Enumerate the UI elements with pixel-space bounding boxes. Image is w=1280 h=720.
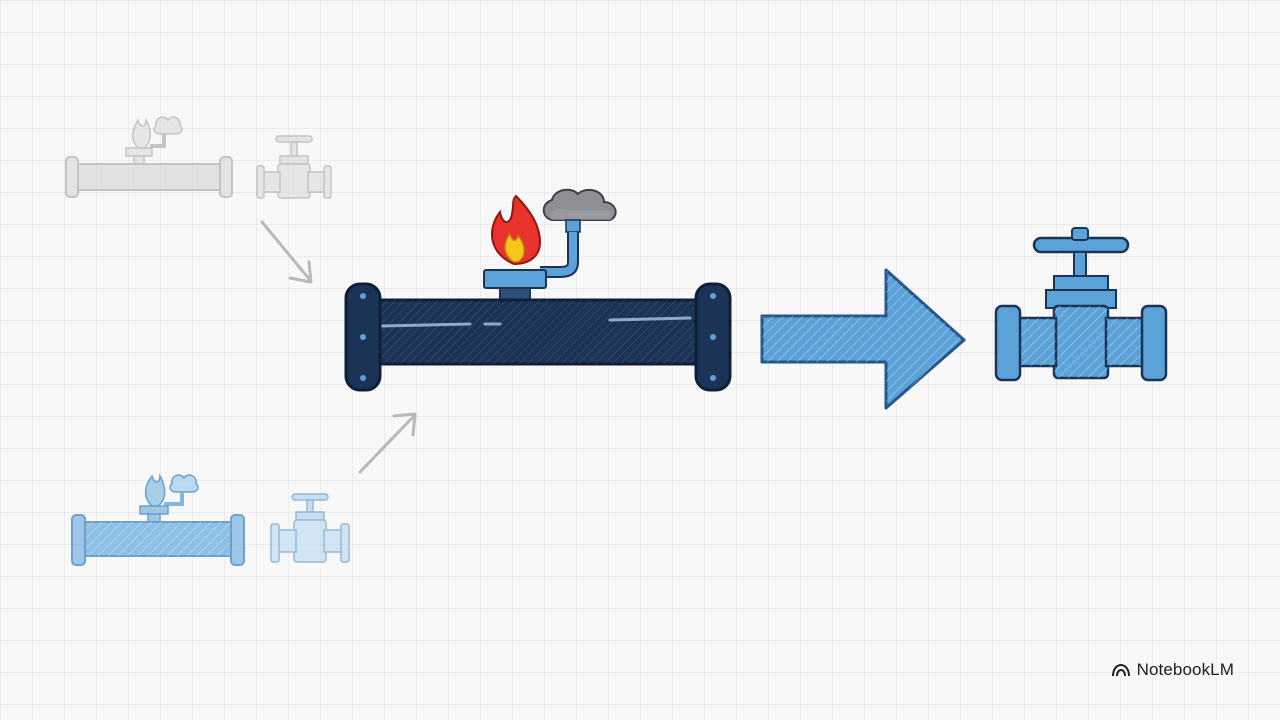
light-blue-gas-pipe-icon bbox=[71, 473, 245, 566]
thin-arrow-up-icon bbox=[358, 412, 417, 474]
thin-arrow-down-icon bbox=[260, 220, 313, 284]
big-blue-arrow-icon bbox=[760, 268, 966, 410]
faded-gray-gas-pipe-icon bbox=[65, 116, 233, 198]
faded-gray-valve-icon bbox=[256, 135, 332, 199]
brand-name: NotebookLM bbox=[1136, 660, 1234, 679]
small-cloud-icon bbox=[164, 474, 199, 506]
blue-valve-icon bbox=[994, 227, 1168, 382]
faded-flame-icon bbox=[132, 117, 151, 149]
smoke-cloud-icon bbox=[540, 188, 617, 278]
notebooklm-brand: NotebookLM bbox=[1111, 660, 1234, 680]
central-dark-gas-pipe-icon bbox=[344, 188, 732, 392]
faded-cloud-icon bbox=[150, 116, 183, 148]
flame-icon bbox=[491, 194, 542, 266]
light-blue-valve-icon bbox=[270, 493, 350, 563]
notebooklm-logo-icon bbox=[1111, 663, 1130, 677]
small-flame-icon bbox=[144, 473, 166, 507]
